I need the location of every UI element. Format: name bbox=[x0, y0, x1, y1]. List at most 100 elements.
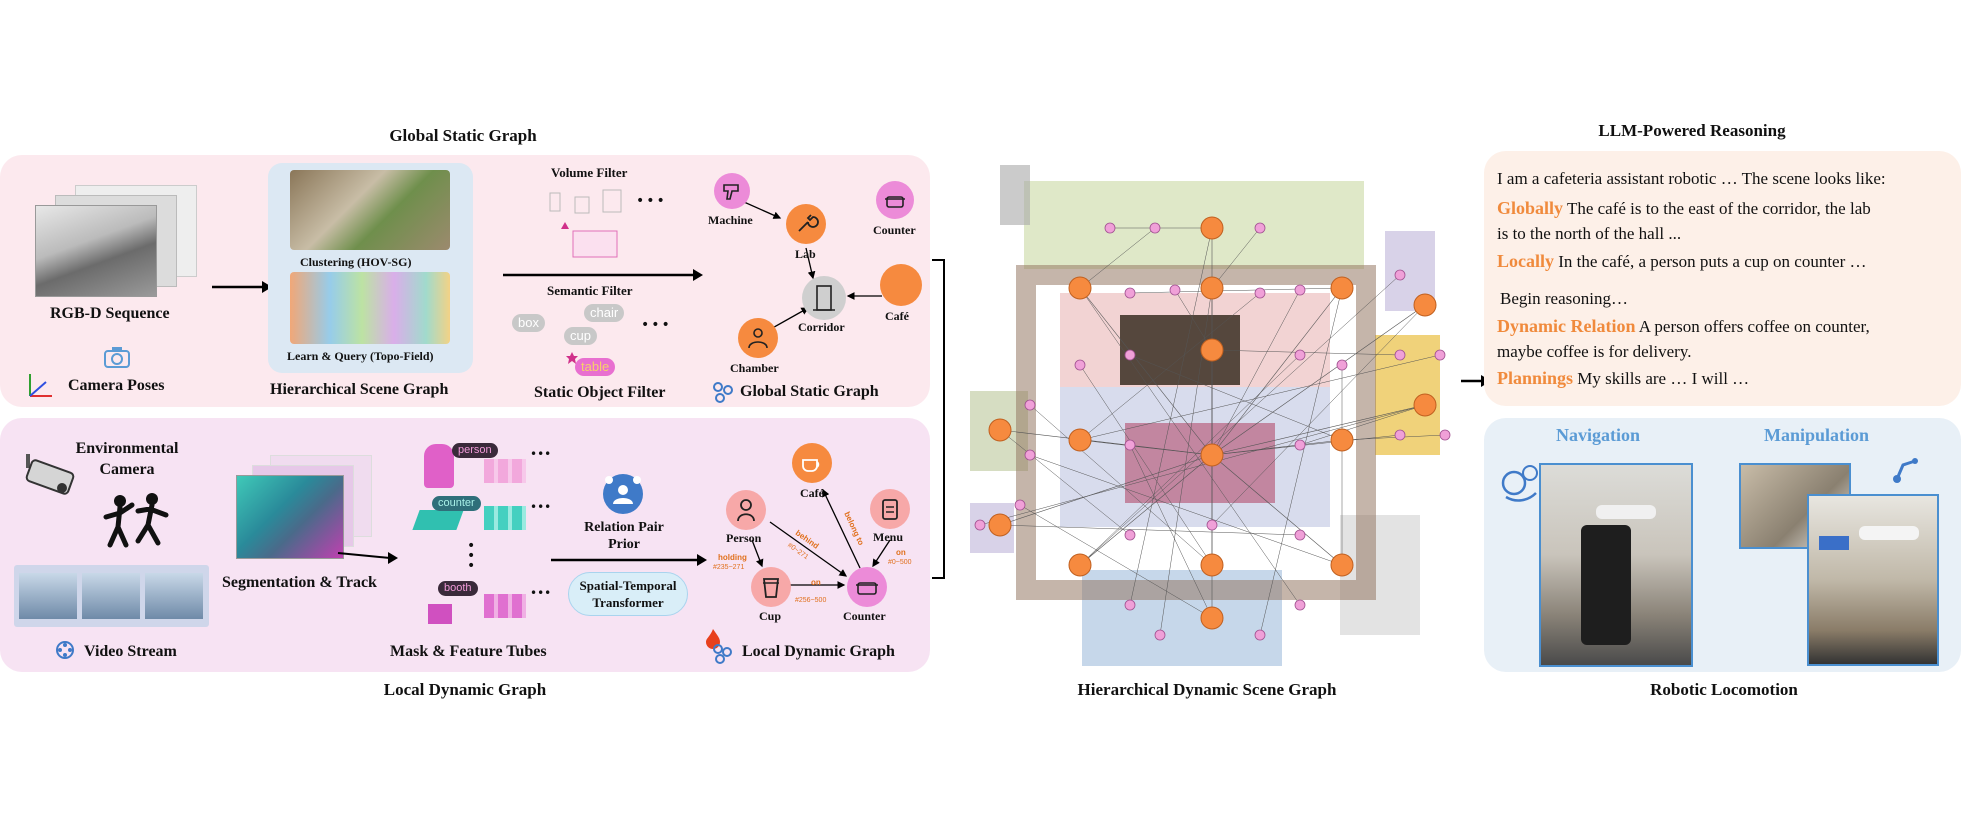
cup-node bbox=[751, 567, 791, 607]
hdsg-region-node bbox=[1413, 293, 1437, 317]
dynamic-text: A person offers coffee on counter, bbox=[1635, 317, 1870, 336]
hdsg-object-node bbox=[1124, 349, 1136, 361]
relation-network-icon bbox=[603, 474, 643, 514]
tag-chair: chair bbox=[584, 304, 625, 322]
volume-more-dots: ••• bbox=[636, 193, 667, 209]
axes-icon bbox=[29, 374, 52, 397]
edge-holding-range: #235~271 bbox=[713, 564, 745, 571]
arrow-seg bbox=[337, 552, 398, 564]
global-static-graph-title: Global Static Graph bbox=[389, 126, 537, 145]
lab-node-label: Lab bbox=[795, 247, 816, 261]
robotic-locomotion-title: Robotic Locomotion bbox=[1650, 680, 1798, 699]
tube-dots-3: ••• bbox=[530, 586, 552, 600]
edge-on-cup: on bbox=[811, 578, 821, 587]
locally-text: In the café, a person puts a cup on coun… bbox=[1554, 252, 1867, 271]
door-icon bbox=[813, 285, 835, 311]
fire-icon bbox=[706, 629, 720, 649]
manipulation-label: Manipulation bbox=[1764, 425, 1870, 445]
counter-node-local bbox=[847, 567, 887, 607]
tag-cup: cup bbox=[564, 327, 597, 345]
counter-node-global-label: Counter bbox=[873, 223, 916, 237]
film-reel-icon bbox=[56, 641, 74, 659]
wrench-icon bbox=[798, 214, 819, 232]
menu-node bbox=[870, 489, 910, 529]
navigation-ab-icon bbox=[1501, 465, 1538, 502]
topo-field-map bbox=[290, 272, 450, 344]
rgbd-sequence-label: RGB-D Sequence bbox=[50, 305, 170, 322]
reasoning-locally-line: Locally In the café, a person puts a cup… bbox=[1497, 248, 1867, 275]
edge-on-menu: on bbox=[896, 548, 906, 557]
hdsg-object-node bbox=[1124, 599, 1136, 611]
hsg-label: Hierarchical Scene Graph bbox=[270, 381, 449, 398]
cafe-node-local-label: Café bbox=[800, 486, 824, 500]
local-dynamic-panel bbox=[0, 418, 930, 672]
cafe-node-local bbox=[792, 443, 832, 483]
edge-on-menu-range: #0~500 bbox=[888, 559, 912, 566]
machine-node-label: Machine bbox=[708, 213, 753, 227]
hdsg-region-node bbox=[1330, 553, 1354, 577]
corridor-node-label: Corridor bbox=[798, 320, 845, 334]
merge-bracket bbox=[932, 259, 945, 579]
hdsg-object-node bbox=[1024, 449, 1036, 461]
hdsg-object-node bbox=[1154, 629, 1166, 641]
env-camera-label: Environmental Camera bbox=[75, 440, 179, 478]
hdsg-object-node bbox=[1394, 269, 1406, 281]
hdsg-object-node bbox=[1124, 529, 1136, 541]
hdsg-object-node bbox=[1104, 222, 1116, 234]
people-icon bbox=[748, 328, 768, 349]
counter-mask bbox=[412, 510, 464, 530]
plannings-keyword: Plannings bbox=[1497, 368, 1574, 388]
hdsg-region-node bbox=[1200, 606, 1224, 630]
hdsg-object-node bbox=[1206, 519, 1218, 531]
tube-tag-booth: booth bbox=[438, 581, 478, 596]
hdsg-region-node bbox=[1200, 276, 1224, 300]
hdsg-node-graph bbox=[974, 216, 1451, 641]
reasoning-intro: I am a cafeteria assistant robotic … The… bbox=[1497, 169, 1886, 188]
cup-node-label: Cup bbox=[759, 609, 782, 623]
hdsg-object-node bbox=[1294, 529, 1306, 541]
hdsg-region-node bbox=[1068, 553, 1092, 577]
hdsg-region-node bbox=[1068, 428, 1092, 452]
mask-tubes-label: Mask & Feature Tubes bbox=[390, 643, 547, 660]
arrow-rgbd-to-hsg bbox=[212, 281, 272, 293]
reasoning-dynamic-line2: maybe coffee is for delivery. bbox=[1497, 342, 1692, 361]
booth-mask bbox=[428, 604, 452, 624]
clipboard-icon bbox=[882, 499, 898, 520]
static-object-filter-label: Static Object Filter bbox=[534, 384, 666, 401]
reasoning-plannings-line: Plannings My skills are … I will … bbox=[1497, 365, 1749, 392]
hdsg-object-node bbox=[1294, 349, 1306, 361]
chamber-node bbox=[738, 318, 778, 358]
global-static-graph-sublabel: Global Static Graph bbox=[740, 383, 879, 400]
hdsg-object-node bbox=[1294, 284, 1306, 296]
edge-on-cup-range: #256~500 bbox=[795, 597, 827, 604]
person-icon bbox=[737, 499, 755, 522]
robot-arm-icon bbox=[1893, 458, 1918, 483]
hdsg-region-node bbox=[1413, 393, 1437, 417]
dancers-icon bbox=[103, 493, 169, 548]
reasoning-panel bbox=[1484, 151, 1961, 406]
hdsg-object-node bbox=[1124, 439, 1136, 451]
camera-icon bbox=[104, 347, 130, 368]
graph-network-icon-local bbox=[713, 644, 732, 664]
relation-prior-label: Relation Pair Prior bbox=[584, 520, 664, 552]
hdsg-region-node bbox=[1200, 443, 1224, 467]
globally-keyword: Globally bbox=[1497, 198, 1564, 218]
hdsg-object-node bbox=[1074, 359, 1086, 371]
navigation-robot-photo bbox=[1539, 463, 1693, 667]
chamber-node-label: Chamber bbox=[730, 361, 779, 375]
globally-text: The café is to the east of the corridor,… bbox=[1563, 199, 1871, 218]
plannings-text: My skills are … I will … bbox=[1573, 369, 1750, 388]
tag-table: table bbox=[575, 358, 616, 376]
hdsg-region-node bbox=[1330, 428, 1354, 452]
hdsg-region-node bbox=[988, 513, 1012, 537]
tag-box: box bbox=[512, 314, 545, 332]
local-dynamic-graph-title: Local Dynamic Graph bbox=[383, 680, 547, 699]
star-icon bbox=[566, 352, 578, 364]
cafe-node-global-label: Café bbox=[885, 309, 909, 323]
learn-query-label: Learn & Query (Topo-Field) bbox=[287, 349, 434, 363]
hdsg-object-node bbox=[1394, 349, 1406, 361]
hdsg-object-node bbox=[1254, 222, 1266, 234]
locally-keyword: Locally bbox=[1497, 251, 1554, 271]
llm-reasoning-title: LLM-Powered Reasoning bbox=[1598, 121, 1786, 140]
reasoning-begin: Begin reasoning… bbox=[1500, 289, 1628, 308]
